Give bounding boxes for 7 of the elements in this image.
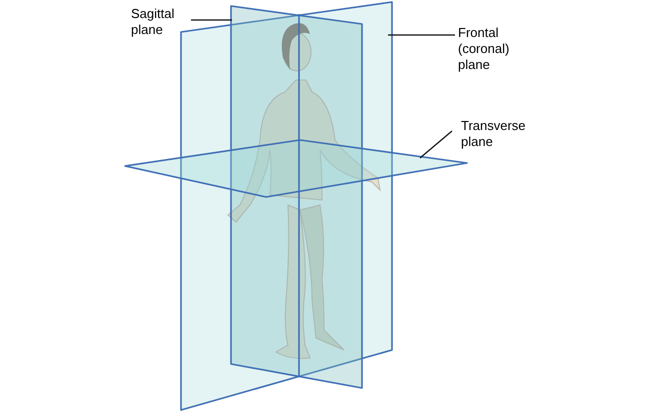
frontal-plane	[180, 1, 393, 411]
leader-line	[420, 130, 452, 158]
plane-label: Transverse plane	[461, 118, 527, 150]
leader-line	[191, 19, 232, 21]
leader-line	[388, 34, 455, 36]
plane-label: Frontal (coronal) plane	[458, 25, 510, 73]
plane-label: Sagittal plane	[131, 6, 176, 38]
